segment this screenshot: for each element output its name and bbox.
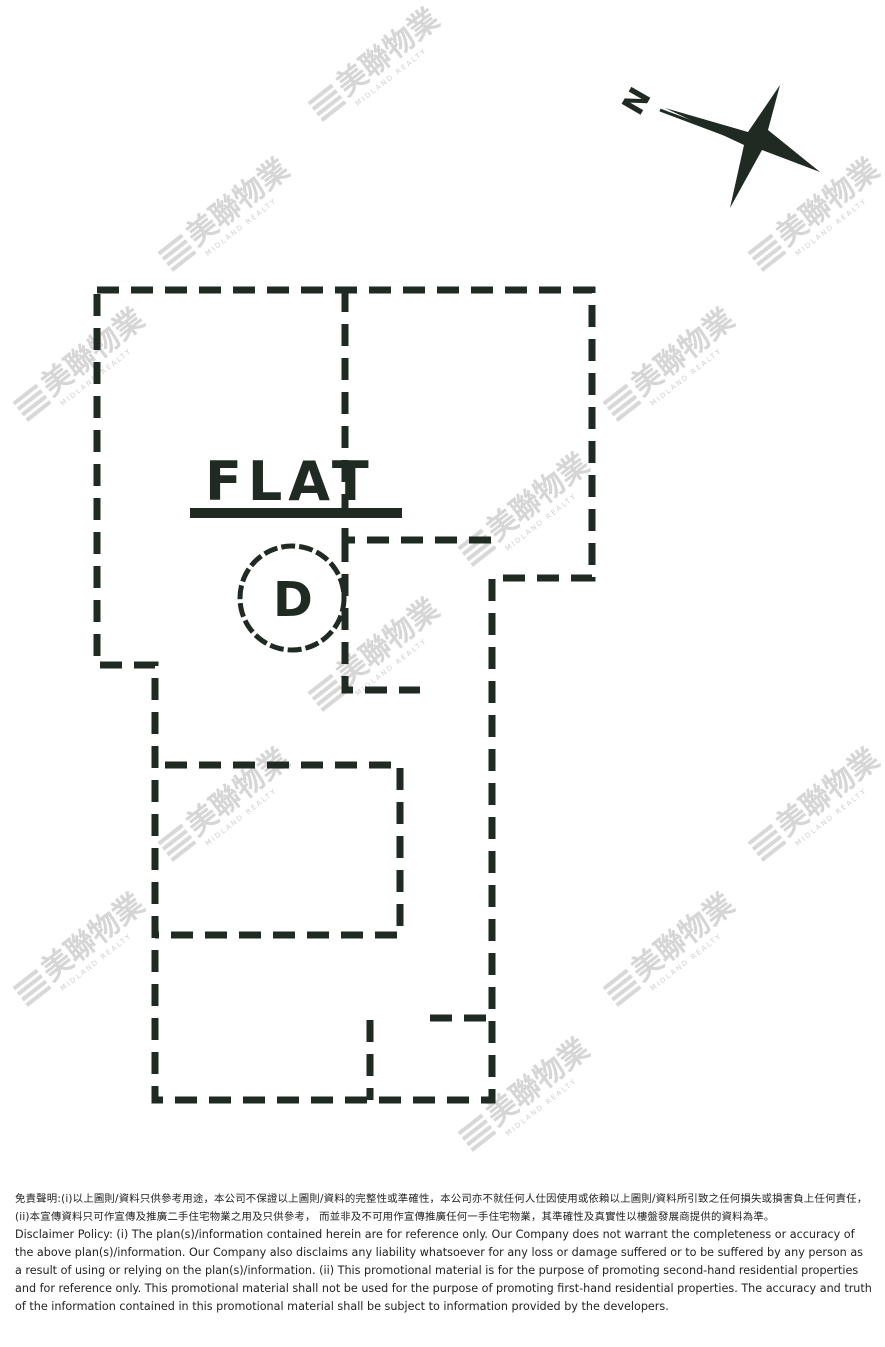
watermark-text: 美聯物業 [625,302,741,403]
watermark: 美聯物業 MIDLAND REALTY [747,742,885,862]
midland-logo-icon [157,233,197,272]
disclaimer-chinese: 免責聲明:(i)以上圖則/資料只供參考用途，本公司不保證以上圖則/資料的完整性或… [15,1193,868,1223]
plan-walls [93,286,596,1104]
compass-star-icon [665,85,820,208]
watermark: 美聯物業 MIDLAND REALTY [457,447,596,567]
disclaimer-english: Disclaimer Policy: (i) The plan(s)/infor… [15,1228,872,1313]
midland-logo-icon [602,383,642,422]
watermark-text: 美聯物業 [625,887,741,988]
unit-label: D [273,572,313,628]
midland-logo-icon [457,1113,497,1152]
watermark: 美聯物業 MIDLAND REALTY [307,2,446,122]
midland-logo-icon [602,968,642,1007]
disclaimer: 免責聲明:(i)以上圖則/資料只供參考用途，本公司不保證以上圖則/資料的完整性或… [15,1190,873,1316]
midland-logo-icon [747,233,787,272]
watermark-text: 美聯物業 [480,447,596,548]
watermark-text: 美聯物業 [330,2,446,103]
watermark: 美聯物業 MIDLAND REALTY [747,152,885,272]
midland-logo-icon [12,968,52,1007]
flat-underline [190,508,402,518]
outer-wall [93,286,596,1104]
midland-logo-icon [307,673,347,712]
north-label: N [616,82,659,121]
watermark: 美聯物業 MIDLAND REALTY [602,302,741,422]
midland-logo-icon [12,383,52,422]
watermark-text: 美聯物業 [180,152,296,253]
flat-label-group: FLAT [190,450,402,518]
floor-plan: 美聯物業 MIDLAND REALTY 美聯物業 MIDLAND REALTY … [12,2,885,1152]
watermark: 美聯物業 MIDLAND REALTY [12,887,151,1007]
lower-room-wall [155,761,404,939]
watermarks: 美聯物業 MIDLAND REALTY 美聯物業 MIDLAND REALTY … [12,2,885,1152]
flat-label: FLAT [205,450,375,513]
watermark-text: 美聯物業 [35,302,151,403]
north-arrow: N [616,82,820,208]
watermark: 美聯物業 MIDLAND REALTY [157,152,296,272]
midland-logo-icon [747,823,787,862]
midland-logo-icon [307,83,347,122]
unit-marker: D [237,543,347,653]
watermark: 美聯物業 MIDLAND REALTY [157,742,296,862]
watermark-text: 美聯物業 [480,1032,596,1133]
watermark-text: 美聯物業 [180,742,296,843]
watermark: 美聯物業 MIDLAND REALTY [12,302,151,422]
watermark: 美聯物業 MIDLAND REALTY [307,592,446,712]
midland-logo-icon [157,823,197,862]
watermark: 美聯物業 MIDLAND REALTY [457,1032,596,1152]
watermark-text: 美聯物業 [35,887,151,988]
watermark: 美聯物業 MIDLAND REALTY [602,887,741,1007]
unit-circle [237,543,347,653]
